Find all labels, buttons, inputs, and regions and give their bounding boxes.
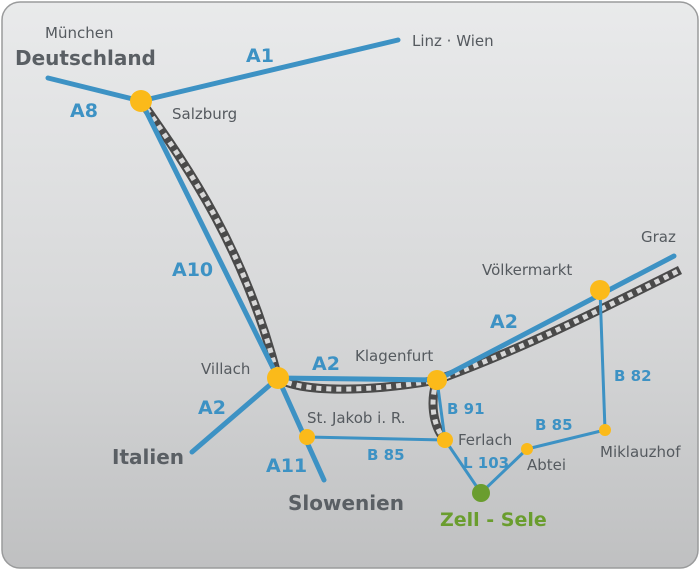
- road-a11: [275, 375, 327, 483]
- road-label-a2-center: A2: [312, 353, 340, 375]
- road-label-a2-west: A2: [198, 397, 226, 419]
- node-villach: [267, 367, 289, 389]
- road-a2-east: [434, 253, 677, 383]
- map-nodes: [130, 90, 611, 502]
- place-munich: München: [45, 24, 113, 42]
- road-b82: [598, 288, 607, 432]
- destination-name: Zell - Sele: [440, 509, 547, 531]
- place-villach: Villach: [201, 360, 250, 378]
- node-miklauzhof: [599, 424, 611, 436]
- road-label-l103: L 103: [463, 454, 509, 472]
- road-b85-east: [525, 428, 607, 451]
- road-label-a8: A8: [70, 100, 98, 122]
- place-st-jakob: St. Jakob i. R.: [307, 409, 406, 427]
- road-label-b82: B 82: [614, 367, 652, 385]
- node-voelkermarkt: [590, 280, 610, 300]
- place-voelkermarkt: Völkermarkt: [482, 261, 572, 279]
- road-a2-center: [275, 375, 440, 383]
- road-label-b91: B 91: [447, 400, 485, 418]
- destination-marker: [472, 484, 490, 502]
- road-a1: [138, 37, 401, 104]
- road-a10: [138, 98, 281, 381]
- node-st-jakob: [299, 429, 315, 445]
- road-label-a11: A11: [266, 455, 307, 477]
- road-network: [45, 37, 677, 496]
- road-a8: [45, 75, 144, 104]
- region-slovenia: Slowenien: [288, 491, 404, 515]
- road-a2-west: [189, 375, 281, 455]
- region-italy: Italien: [112, 445, 184, 469]
- node-abtei: [521, 443, 533, 455]
- place-abtei: Abtei: [527, 456, 566, 474]
- node-salzburg: [130, 90, 152, 112]
- road-label-b85-west: B 85: [367, 446, 405, 464]
- node-ferlach: [437, 432, 453, 448]
- node-klagenfurt: [427, 370, 447, 390]
- road-b85-west: [305, 435, 447, 442]
- road-label-a10: A10: [172, 259, 213, 281]
- place-salzburg: Salzburg: [172, 105, 237, 123]
- road-label-a1: A1: [246, 45, 274, 67]
- place-ferlach: Ferlach: [458, 431, 512, 449]
- place-graz: Graz: [641, 228, 676, 246]
- region-germany: Deutschland: [15, 46, 156, 70]
- road-label-a2-east: A2: [490, 311, 518, 333]
- place-klagenfurt: Klagenfurt: [355, 347, 433, 365]
- place-linz-wien: Linz · Wien: [412, 32, 494, 50]
- road-b91: [435, 378, 447, 442]
- road-label-b85-east: B 85: [535, 416, 573, 434]
- place-miklauzhof: Miklauzhof: [600, 443, 681, 461]
